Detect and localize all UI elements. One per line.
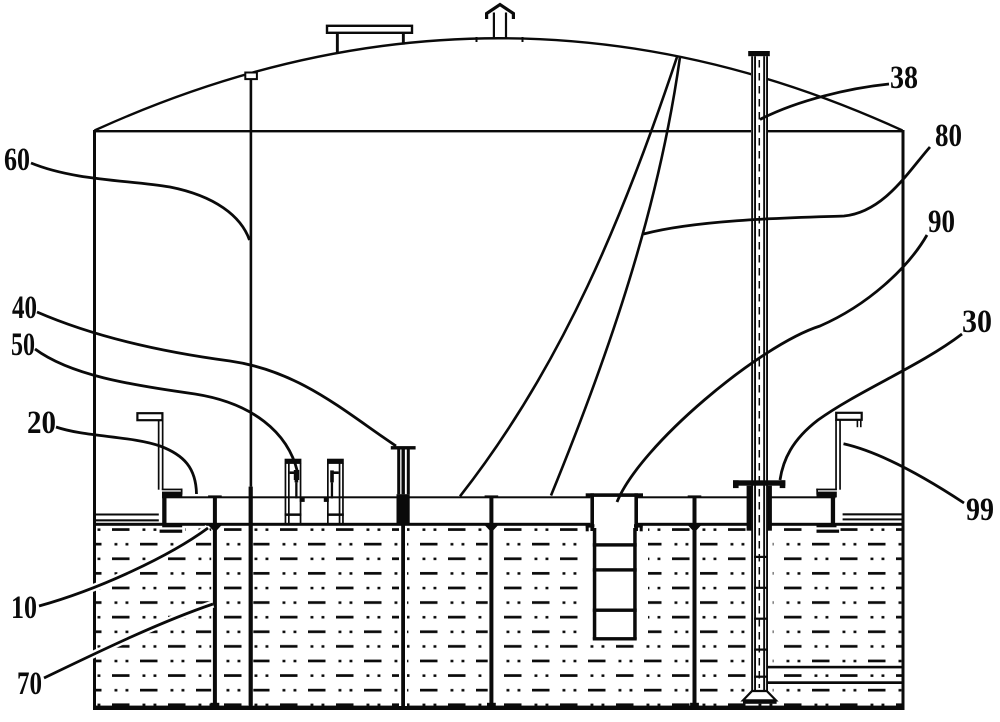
svg-text:60: 60 [4, 142, 30, 178]
svg-text:50: 50 [11, 327, 35, 363]
svg-text:20: 20 [27, 405, 56, 441]
svg-text:90: 90 [928, 204, 955, 240]
svg-text:70: 70 [17, 666, 42, 702]
svg-text:38: 38 [890, 60, 918, 96]
svg-text:99: 99 [966, 492, 994, 528]
svg-text:10: 10 [11, 590, 37, 626]
svg-text:30: 30 [962, 304, 992, 340]
svg-text:80: 80 [935, 118, 962, 154]
svg-text:40: 40 [12, 290, 37, 326]
